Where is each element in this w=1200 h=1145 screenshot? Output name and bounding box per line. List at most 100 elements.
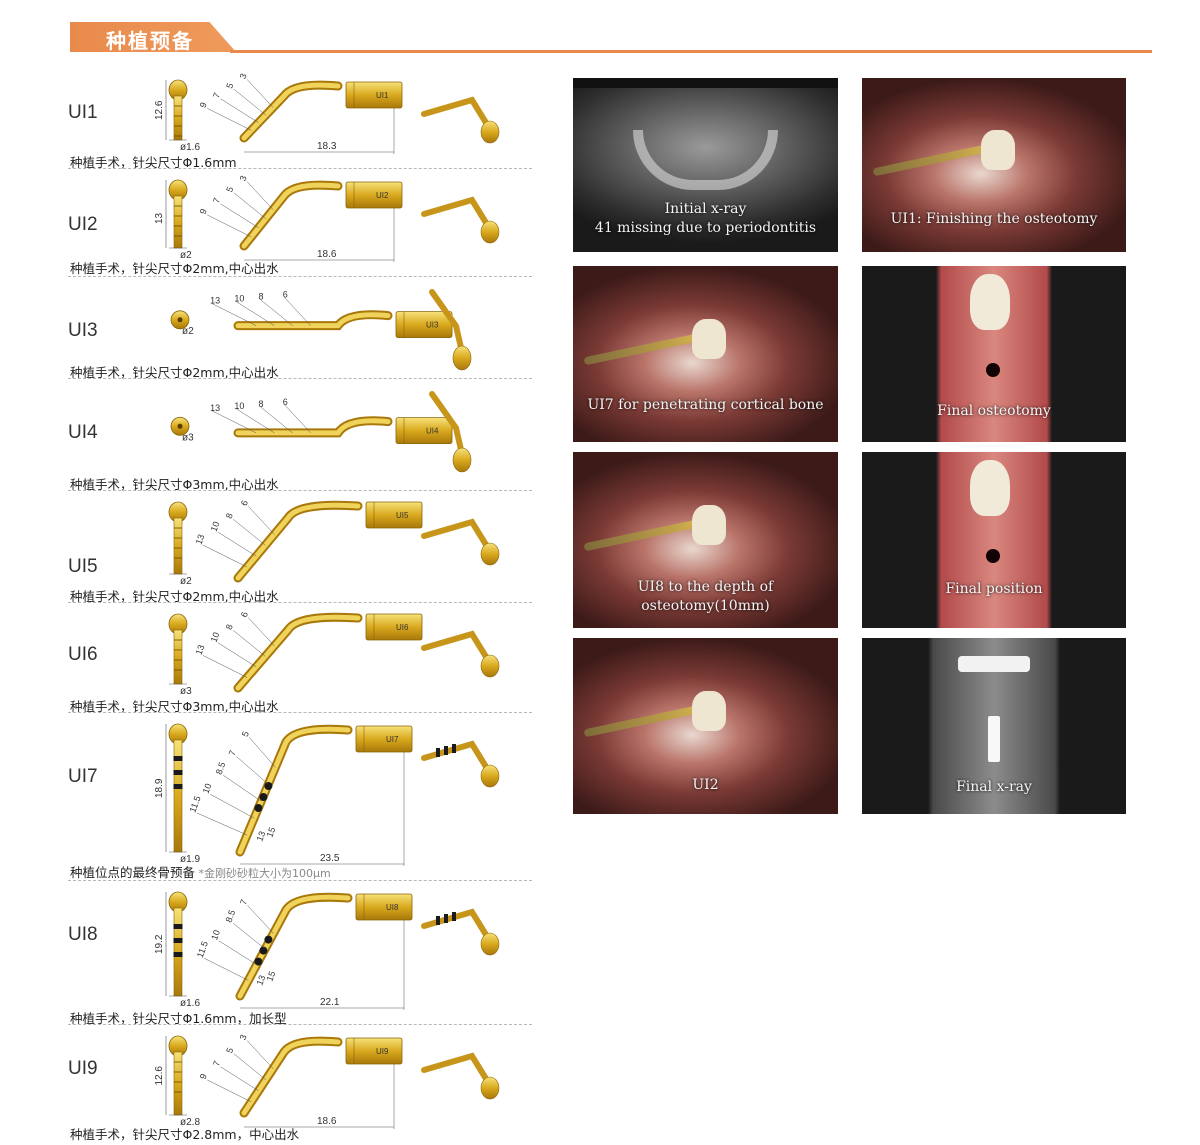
instrument-profile — [239, 180, 403, 251]
depth-mark-label: 6 — [283, 290, 288, 300]
photo-caption-line: UI2 — [692, 777, 719, 793]
tip-diameter-label: ø3 — [182, 432, 194, 443]
instrument-caption-text: 种植手术，针尖尺寸Φ3mm,中心出水 — [70, 477, 279, 492]
instrument-caption-note: *金刚砂砂粒大小为100μm — [195, 867, 331, 880]
depth-mark-label: 5 — [240, 730, 251, 738]
instrument-profile — [233, 310, 453, 339]
implant-shape — [988, 716, 1000, 762]
reach-length-label: 18.6 — [317, 1116, 337, 1127]
tip-side-view — [168, 613, 188, 685]
instrument-caption: 种植手术，针尖尺寸Φ2mm,中心出水 — [70, 362, 279, 381]
photo-caption-line: UI7 for penetrating cortical bone — [587, 397, 824, 413]
overall-length-label: 12.6 — [154, 1066, 165, 1086]
clinical-photo-3: UI7 for penetrating cortical bone — [573, 266, 838, 442]
depth-mark-label: 9 — [198, 1072, 209, 1080]
tooth-shape — [970, 274, 1010, 330]
reach-length-label: 18.6 — [317, 249, 337, 260]
instrument-profile — [239, 80, 403, 143]
instrument-profile — [233, 500, 423, 583]
depth-mark-label: 10 — [234, 294, 244, 304]
photo-caption: UI1: Finishing the osteotomy — [862, 210, 1126, 229]
tip-side-view — [168, 179, 188, 249]
tooth-shape — [970, 460, 1010, 516]
depth-mark-label: 10 — [209, 520, 222, 533]
depth-mark-label: 8 — [259, 399, 264, 409]
instrument-profile — [235, 724, 413, 857]
photo-caption-line: 41 missing due to periodontitis — [594, 220, 817, 236]
depth-mark-label: 13 — [194, 643, 207, 656]
depth-mark-label: 15 — [264, 970, 277, 983]
instrument-caption: 种植手术，针尖尺寸Φ1.6mm，加长型 — [70, 1008, 287, 1027]
photo-caption-line: Initial x-ray — [664, 201, 747, 217]
instrument-caption-text: 种植手术，针尖尺寸Φ2mm,中心出水 — [70, 261, 279, 276]
handpiece-shape — [583, 518, 703, 552]
depth-mark-label: 6 — [283, 397, 288, 407]
tip-diameter-label: ø2 — [182, 326, 194, 337]
instrument-render — [429, 289, 472, 371]
depth-mark-label: 13 — [254, 974, 267, 987]
reach-length-label: 23.5 — [320, 853, 340, 864]
xray-frame-bar — [573, 78, 838, 88]
depth-mark-label: 9 — [198, 207, 209, 215]
instrument-caption: 种植手术，针尖尺寸Φ1.6mm — [70, 152, 237, 171]
depth-mark-label: 8 — [224, 512, 235, 520]
photo-caption: Final osteotomy — [862, 402, 1126, 421]
reach-length-label: 18.3 — [317, 141, 337, 152]
section-header-tab — [70, 22, 236, 52]
depth-mark-label: 13 — [254, 830, 267, 843]
depth-mark-label: 6 — [239, 610, 250, 618]
osteotomy-site — [986, 362, 1000, 377]
overall-length-label: 13 — [154, 212, 165, 224]
row-divider — [68, 1024, 532, 1025]
tooth-shape — [980, 130, 1015, 171]
instrument-caption: 种植手术，针尖尺寸Φ3mm,中心出水 — [70, 696, 279, 715]
instrument-profile — [233, 416, 453, 444]
tip-diameter-label: ø2.8 — [180, 1117, 200, 1128]
instrument-render — [421, 1052, 500, 1100]
instrument-caption: 种植位点的最终骨预备 *金刚砂砂粒大小为100μm — [70, 862, 331, 881]
instrument-render — [421, 96, 500, 144]
clinical-photo-1: Initial x-ray 41 missing due to periodont… — [573, 78, 838, 252]
row-divider — [68, 880, 532, 881]
depth-mark-label: 8 — [224, 623, 235, 631]
instrument-code: UI2 — [68, 214, 98, 235]
instrument-caption-text: 种植手术，针尖尺寸Φ1.6mm，加长型 — [70, 1011, 287, 1026]
photo-caption-line: UI1: Finishing the osteotomy — [890, 211, 1098, 227]
row-divider — [68, 602, 532, 603]
photo-caption: Final x-ray — [862, 778, 1126, 797]
instrument-caption: 种植手术，针尖尺寸Φ2mm,中心出水 — [70, 586, 279, 605]
jaw-arch-shape — [633, 130, 778, 190]
tip-end-view — [170, 416, 190, 436]
instrument-code: UI5 — [68, 556, 98, 577]
overall-length-label: 18.9 — [154, 778, 165, 798]
instrument-caption-text: 种植手术，针尖尺寸Φ2mm,中心出水 — [70, 589, 279, 604]
instrument-profile — [233, 612, 423, 693]
depth-mark-label: 13 — [210, 296, 220, 306]
photo-caption: Initial x-ray 41 missing due to periodont… — [573, 200, 838, 238]
depth-mark-label: 7 — [211, 196, 222, 204]
instrument-model-label: UI4 — [426, 427, 439, 436]
instrument-render — [421, 908, 500, 956]
tip-diameter-label: ø2 — [180, 576, 192, 587]
tooth-shape — [692, 504, 727, 545]
tip-diameter-label: ø1.6 — [180, 998, 200, 1009]
clinical-photo-6: Final position — [862, 452, 1126, 628]
depth-mark-label: 15 — [264, 826, 277, 839]
tip-end-view — [170, 310, 190, 330]
instrument-model-label: UI3 — [426, 321, 439, 330]
tip-side-view — [168, 501, 188, 575]
depth-mark-label: 10 — [209, 929, 222, 942]
depth-mark-label: 7 — [238, 898, 249, 906]
photo-caption-line: Final x-ray — [956, 779, 1032, 795]
row-divider — [68, 490, 532, 491]
